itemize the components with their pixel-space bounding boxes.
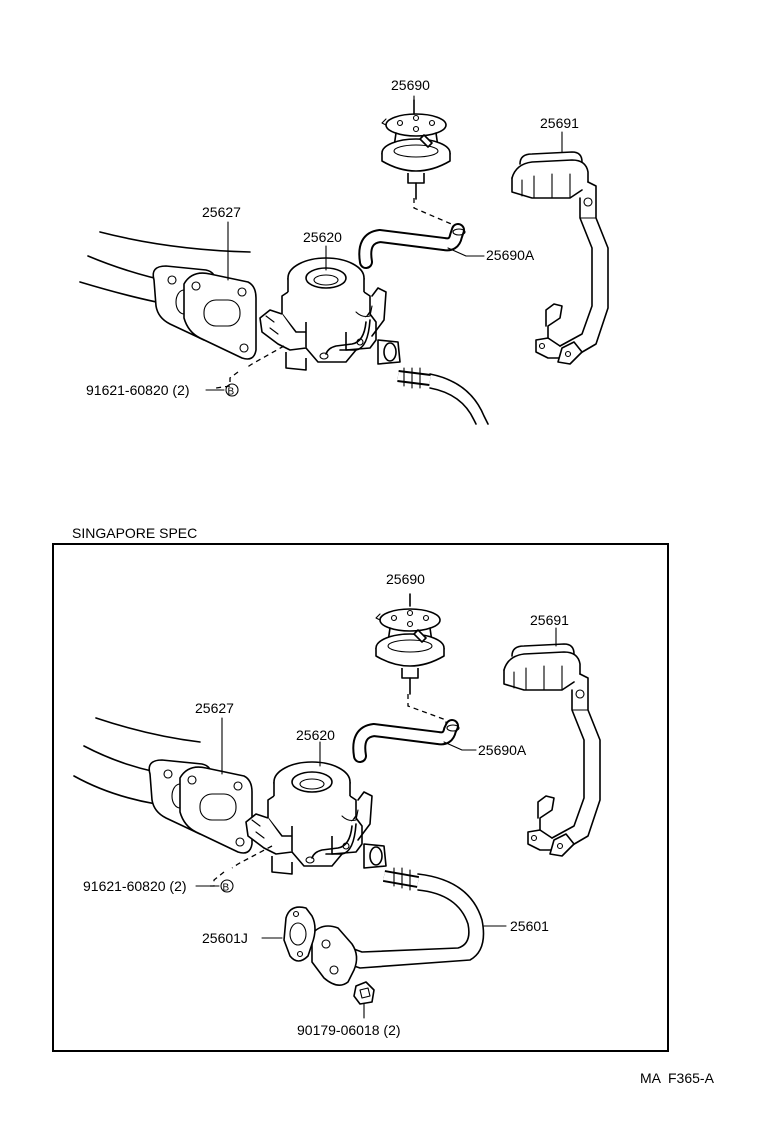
pipe-flange	[311, 925, 358, 986]
vsv-part-25690	[381, 113, 451, 200]
section-title: SINGAPORE SPEC	[72, 525, 197, 541]
label-25601j: 25601J	[202, 930, 248, 946]
gasket-part-25601j	[283, 906, 316, 962]
label-25627-sg: 25627	[195, 700, 234, 716]
label-25690: 25690	[391, 77, 430, 93]
label-25690a: 25690A	[486, 247, 535, 263]
top-diagram: 25690 25690A 25691 25627 25620	[79, 77, 609, 425]
engine-outline	[99, 231, 251, 253]
label-90179: 90179-06018 (2)	[297, 1022, 401, 1038]
label-91621: 91621-60820 (2)	[86, 382, 190, 398]
label-25690-sg: 25690	[386, 571, 425, 587]
label-91621-sg: 91621-60820 (2)	[83, 878, 187, 894]
nut-part-90179	[353, 981, 375, 1005]
egr-valve-part-25620-sg	[245, 761, 387, 875]
bottom-diagram: 25690 25690A 25691 25627 25620	[73, 571, 601, 1038]
vsv-part-25690-sg	[375, 608, 445, 695]
callout-b-circle-sg	[220, 879, 234, 893]
gasket-part-25627-sg	[148, 759, 253, 854]
singapore-spec-frame	[52, 543, 669, 1052]
label-25620-sg: 25620	[296, 727, 335, 743]
label-25620: 25620	[303, 229, 342, 245]
callout-b-label: B	[228, 387, 235, 398]
gasket-part-25627	[152, 265, 257, 360]
label-25627: 25627	[202, 204, 241, 220]
callout-b-label-sg: B	[223, 883, 230, 894]
egr-valve-part-25620	[259, 257, 401, 371]
label-25690a-sg: 25690A	[478, 742, 527, 758]
label-25601: 25601	[510, 918, 549, 934]
label-25691-sg: 25691	[530, 612, 569, 628]
callout-b-circle	[225, 383, 239, 397]
figure-code: MA F365-A	[640, 1070, 715, 1086]
label-25691: 25691	[540, 115, 579, 131]
